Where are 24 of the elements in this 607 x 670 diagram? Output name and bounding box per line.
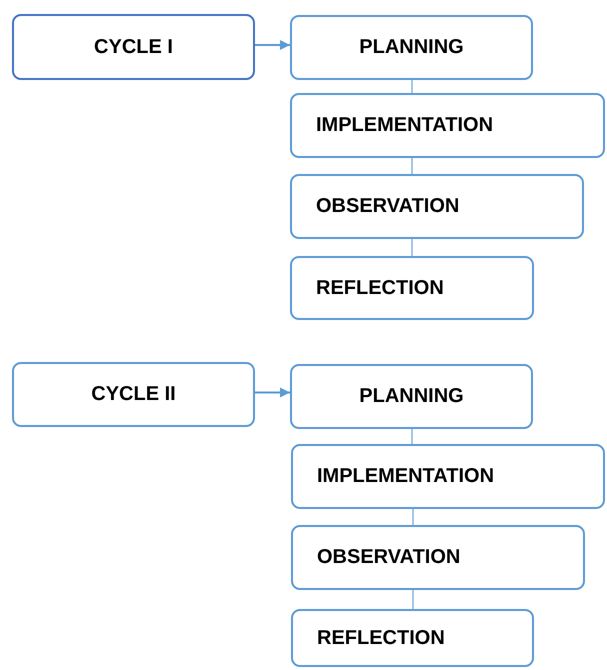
box-label: PLANNING (359, 385, 464, 408)
box-label: PLANNING (359, 36, 464, 59)
arrow (255, 388, 290, 398)
arrow (255, 40, 290, 50)
connector-line (412, 508, 414, 526)
connector-line (412, 590, 414, 610)
box-label: CYCLE II (91, 383, 176, 406)
process-box (290, 256, 534, 320)
process-box (12, 362, 255, 427)
box-label: REFLECTION (316, 276, 444, 300)
box-label: REFLECTION (317, 626, 445, 650)
process-box (290, 364, 533, 429)
process-box (290, 93, 605, 158)
process-box (291, 609, 534, 667)
process-box (291, 525, 585, 590)
process-box (290, 174, 584, 239)
box-label: IMPLEMENTATION (316, 114, 494, 137)
box-label: CYCLE I (94, 36, 173, 58)
process-box (12, 14, 255, 80)
box-label: OBSERVATION (317, 546, 460, 569)
process-box (290, 15, 533, 80)
box-label: OBSERVATION (316, 195, 460, 218)
box-label: IMPLEMENTATION (317, 465, 494, 488)
process-box (291, 444, 605, 509)
